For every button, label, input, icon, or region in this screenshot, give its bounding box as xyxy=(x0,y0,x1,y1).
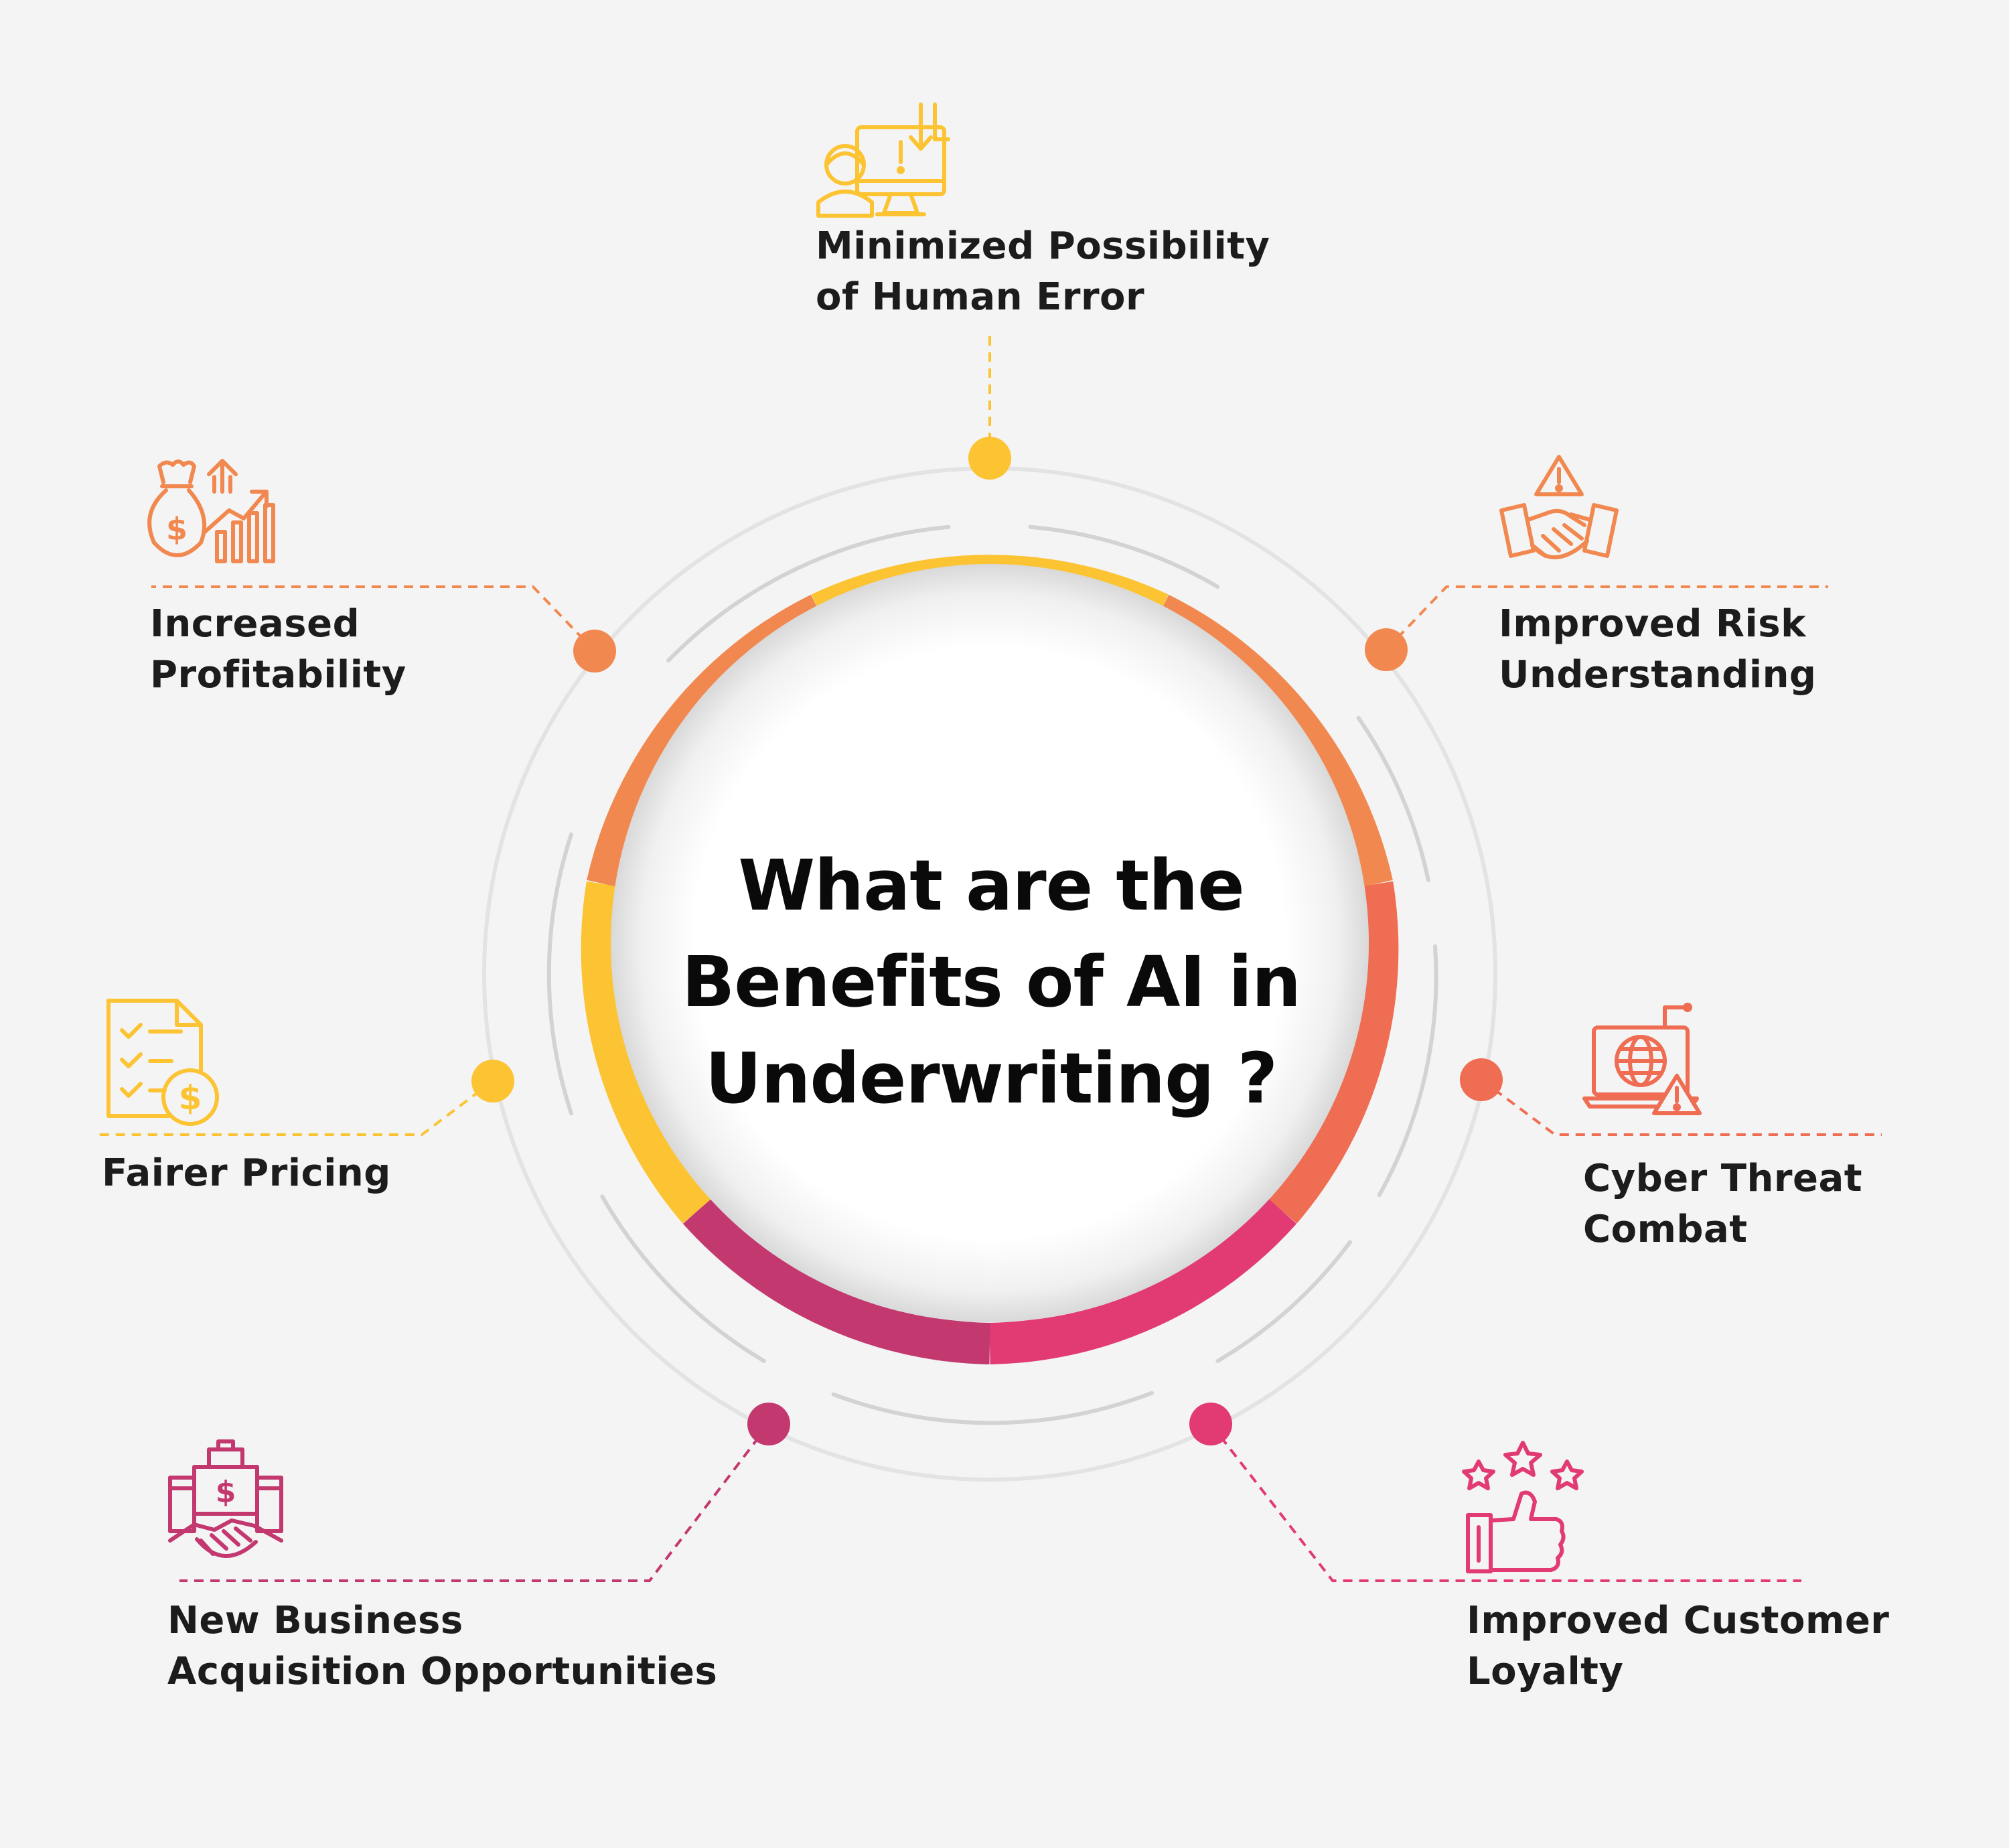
connector-loyalty xyxy=(1209,1423,1801,1582)
dot-cyber xyxy=(1460,1058,1503,1101)
svg-text:$: $ xyxy=(216,1475,236,1509)
center-disc xyxy=(611,564,1369,1322)
money-bag-growth-chart-icon: $ xyxy=(147,459,275,563)
ring-segment-yellow-left xyxy=(581,881,715,1224)
benefit-label-line: Profitability xyxy=(150,653,406,697)
benefit-label-line: Improved Customer xyxy=(1467,1599,1890,1642)
dot-human-error xyxy=(968,437,1011,480)
building-handshake-dollar-icon: $ xyxy=(168,1439,283,1558)
connector-risk xyxy=(1385,585,1828,651)
benefit-label-line: Loyalty xyxy=(1467,1650,1624,1693)
title-line-3: Underwriting ? xyxy=(704,1038,1278,1119)
benefit-label-line: Acquisition Opportunities xyxy=(167,1650,718,1693)
benefit-label-line: Minimized Possibility xyxy=(816,224,1270,268)
benefit-label-line: Combat xyxy=(1583,1208,1748,1251)
benefit-label-line: Cyber Threat xyxy=(1583,1157,1863,1200)
svg-text:$: $ xyxy=(166,511,188,547)
connector-dots xyxy=(471,437,1503,1445)
laptop-globe-warning-icon xyxy=(1582,1003,1702,1115)
connector-new-business xyxy=(179,1423,770,1582)
benefit-label-new-business: New Business Acquisition Opportunities xyxy=(167,1595,717,1697)
svg-text:$: $ xyxy=(179,1078,202,1117)
benefit-label-line: Understanding xyxy=(1499,653,1817,697)
dot-profitability xyxy=(573,630,616,672)
handshake-warning-icon xyxy=(1499,455,1619,559)
ring-segment-magenta-bottom-left xyxy=(682,1196,990,1364)
dot-fairer-pricing xyxy=(471,1060,514,1103)
benefit-label-line: Improved Risk xyxy=(1499,602,1806,646)
benefit-label-cyber: Cyber Threat Combat xyxy=(1583,1153,1862,1255)
title-line-2: Benefits of AI in xyxy=(681,941,1301,1023)
dot-loyalty xyxy=(1189,1403,1232,1445)
center-title: What are the Benefits of AI in Underwrit… xyxy=(670,837,1313,1127)
benefit-label-profitability: Increased Profitability xyxy=(150,599,406,701)
checklist-dollar-icon: $ xyxy=(106,999,219,1126)
connector-profitability xyxy=(151,585,596,652)
benefit-label-fairer-pricing: Fairer Pricing xyxy=(102,1148,391,1199)
dot-new-business xyxy=(747,1403,790,1445)
benefit-label-line: New Business xyxy=(167,1599,463,1642)
title-line-1: What are the xyxy=(738,845,1244,926)
connector-cyber xyxy=(1480,1078,1882,1136)
ring-segment-pink-bottom-right xyxy=(989,1196,1297,1364)
benefit-label-line: of Human Error xyxy=(816,275,1145,319)
benefit-label-loyalty: Improved Customer Loyalty xyxy=(1467,1595,1889,1697)
benefit-label-line: Increased xyxy=(150,602,360,646)
thumbs-up-stars-icon xyxy=(1462,1441,1584,1573)
ring-segment-coral-right xyxy=(1265,881,1399,1224)
middle-arc-ring xyxy=(546,524,1438,1425)
benefit-label-human-error: Minimized Possibility of Human Error xyxy=(816,221,1270,323)
connector-fairer-pricing xyxy=(99,1080,494,1136)
benefit-label-line: Fairer Pricing xyxy=(102,1151,391,1195)
benefit-label-risk: Improved Risk Understanding xyxy=(1499,599,1817,701)
dot-risk xyxy=(1365,628,1408,671)
computer-user-error-icon xyxy=(816,102,950,218)
